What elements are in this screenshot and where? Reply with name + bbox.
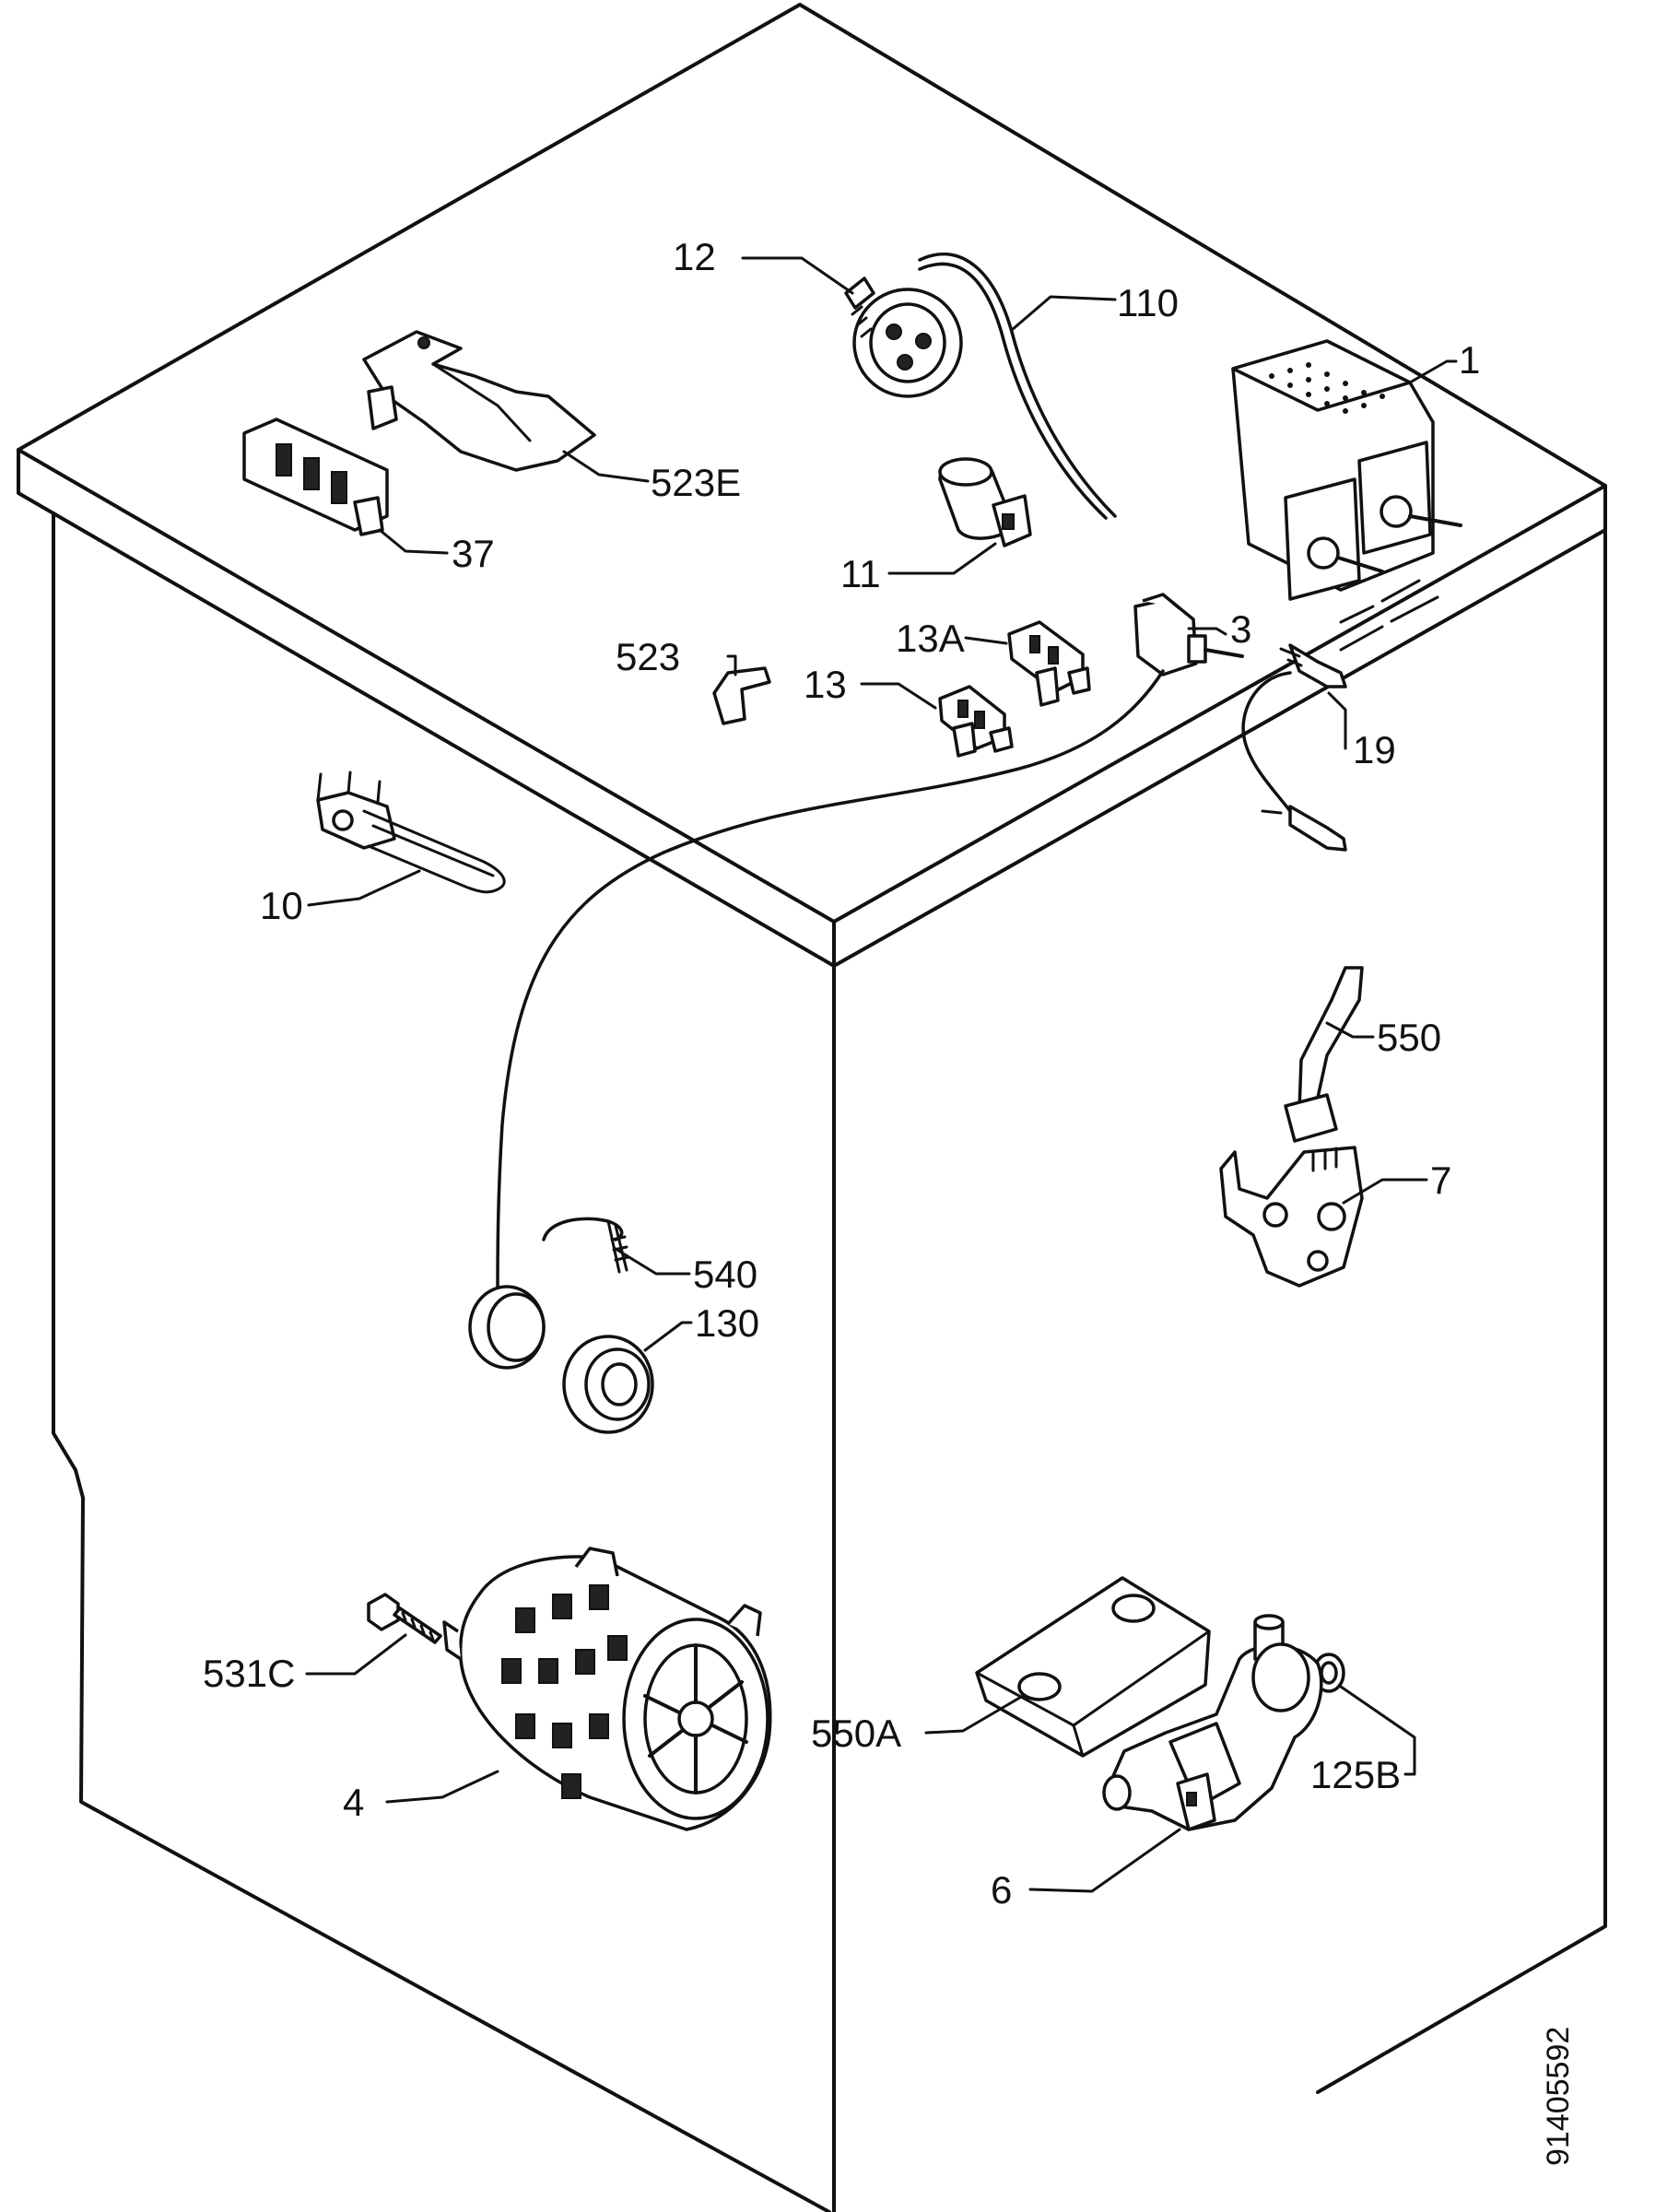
part-label-7: 7 xyxy=(1430,1159,1451,1202)
part-label-13: 13 xyxy=(804,663,847,706)
part-label-4: 4 xyxy=(343,1781,364,1824)
part-label-550: 550 xyxy=(1377,1016,1441,1059)
part-label-540: 540 xyxy=(693,1253,757,1296)
hose-icon xyxy=(918,253,1117,520)
part-labels: 12 110 1 523E 37 11 523 13A 13 3 19 10 5… xyxy=(203,235,1576,2166)
motor-icon xyxy=(442,1547,772,1831)
part-label-550a: 550A xyxy=(811,1712,901,1755)
part-label-13a: 13A xyxy=(896,617,965,660)
screw-icon xyxy=(367,1593,442,1644)
part-label-37: 37 xyxy=(452,532,495,575)
part-label-12: 12 xyxy=(673,235,716,278)
bracket-icon xyxy=(362,330,596,472)
part-label-110: 110 xyxy=(1117,281,1179,324)
part-label-523e: 523E xyxy=(651,461,741,504)
cover-icon xyxy=(975,1576,1211,1758)
switch-icon xyxy=(1133,593,1244,677)
retaining-spring-icon xyxy=(542,1217,630,1274)
pressure-switch-icon xyxy=(844,276,963,398)
capacitor-icon xyxy=(938,457,1032,547)
drain-pump-icon xyxy=(1102,1614,1323,1831)
part-label-6: 6 xyxy=(991,1868,1012,1912)
connector-icon xyxy=(1007,620,1091,707)
grommet-icon xyxy=(562,1335,654,1434)
wire-harness-icon xyxy=(496,669,1165,1297)
part-label-10: 10 xyxy=(260,884,303,927)
leader-lines xyxy=(305,256,1458,1893)
part-label-19: 19 xyxy=(1353,728,1396,771)
part-label-3: 3 xyxy=(1230,607,1251,651)
thermostat-probe-icon xyxy=(1241,643,1347,852)
clip-icon xyxy=(712,666,771,725)
part-label-523: 523 xyxy=(616,635,680,678)
part-label-11: 11 xyxy=(840,552,881,595)
drawing-code: 91405592 xyxy=(1541,2027,1576,2166)
heating-element-icon xyxy=(316,771,506,894)
grommet-icon xyxy=(468,1285,546,1370)
terminal-block-icon xyxy=(242,418,389,536)
part-label-130: 130 xyxy=(695,1301,759,1345)
part-label-531c: 531C xyxy=(203,1652,295,1695)
door-interlock-icon xyxy=(1219,1146,1364,1288)
door-lever-icon xyxy=(1284,966,1364,1143)
part-label-125b: 125B xyxy=(1310,1753,1401,1796)
connector-icon xyxy=(938,685,1014,758)
timer-programmer-icon xyxy=(1231,339,1462,601)
cabinet-outline xyxy=(17,3,1607,2212)
part-label-1: 1 xyxy=(1459,338,1480,382)
